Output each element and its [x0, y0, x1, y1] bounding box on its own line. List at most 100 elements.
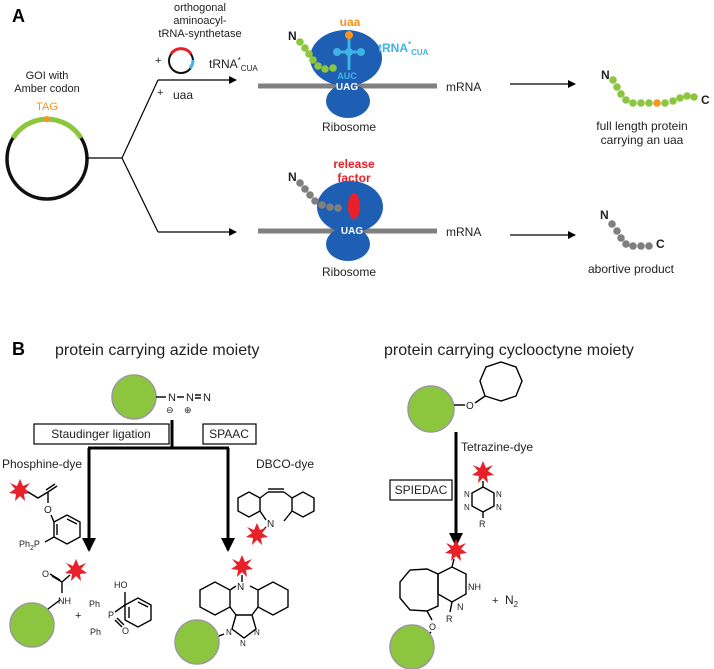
full-product-line2: carrying an uaa [601, 133, 684, 147]
azide-n2: N [186, 392, 194, 404]
staudinger-ligation-label: Staudinger ligation [51, 427, 150, 441]
codon-uag-top: UAG [336, 82, 358, 93]
small-plasmid-icon [168, 47, 195, 74]
ribosome-large-subunit-top [310, 30, 382, 86]
release-label-line2: factor [337, 171, 371, 185]
ribosome-small-subunit-top [326, 84, 370, 118]
release-factor-shape [348, 193, 360, 219]
dbco-dye-label: DBCO-dye [256, 457, 314, 471]
pyridazine-n: N [457, 602, 464, 612]
dye-star-dbco [246, 523, 268, 545]
dye-star-tetrazine [472, 461, 494, 483]
n-terminus-abortive: N [600, 208, 609, 222]
plasmid: GOI with Amber codon TAG [5, 70, 89, 201]
spaac-box [202, 423, 257, 445]
plasmid-label-line2: Amber codon [14, 83, 79, 95]
cyclooctyne-panel-title: protein carrying cyclooctyne moiety [384, 342, 634, 359]
spiedac-box [389, 479, 453, 501]
protein-ball-azide [111, 374, 157, 420]
dbco-nitrogen: N [267, 519, 274, 530]
nitrogen-gas: N2 [505, 593, 519, 609]
uaa-in-product [653, 99, 661, 107]
spiedac-label: SPIEDAC [395, 483, 448, 497]
trna-label-top: tRNA*CUA [378, 40, 429, 57]
protein-ball-spiedac [389, 624, 435, 669]
plasmid-label-line1: GOI with [26, 70, 69, 82]
spaac-n: N [237, 582, 244, 593]
amide-nh: NH [58, 596, 71, 606]
product-cyclooctane [399, 568, 439, 612]
triazole-n3: N [254, 628, 260, 637]
uaa-label-top: uaa [340, 15, 361, 29]
dye-star-spiedac [445, 539, 467, 561]
cyclooctene-ring [479, 361, 523, 402]
abortive-product-label: abortive product [588, 262, 675, 276]
trna-label: tRNA*CUA [209, 56, 258, 73]
branch-arrows [86, 76, 237, 236]
synthetase-line1: orthogonal [174, 2, 226, 14]
full-product-line1: full length protein [596, 119, 687, 133]
azide-n3: N [203, 392, 211, 404]
spiedac-product: NH N R O + N2 [389, 539, 519, 669]
n-terminus-product: N [601, 68, 610, 82]
trna-molecule [333, 31, 365, 70]
azide-branch-arrows [82, 420, 235, 552]
synthetase-line2: aminoacyl- [173, 15, 227, 27]
nascent-chain-top [296, 38, 337, 73]
anticodon-auc: AUC [337, 71, 357, 81]
staudinger-product: NH O + Ph Ph P O HO [9, 559, 152, 648]
c-terminus-abortive: C [656, 237, 665, 251]
ph-bottom: Ph [90, 627, 101, 637]
top-translation: UAG AUC uaa tRNA*CUA N mRNA Ribosome [258, 15, 576, 134]
c-terminus-product: C [701, 93, 710, 107]
dihydropyridazine-nh: NH [468, 582, 481, 592]
dye-star-phosphine [9, 479, 31, 501]
bottom-translation: UAG release factor N mRNA Ribosome [258, 157, 576, 279]
ph-top: Ph [89, 599, 100, 609]
nascent-chain-bottom [296, 179, 342, 212]
cyclooctyne-protein: O [407, 361, 523, 433]
tetrazine-n4: N [496, 503, 502, 512]
phosphine-dye-structure: O Ph2P [9, 479, 81, 552]
triazole-n2: N [240, 639, 246, 648]
tetrazine-dye-structure: N N N N R [464, 461, 502, 529]
ribosome-label-top: Ribosome [322, 120, 376, 134]
plus-2: + [157, 87, 163, 99]
dye-star-spaac [231, 555, 253, 577]
azide-protein: N N N ⊖ ⊕ [111, 374, 211, 420]
ester-oxygen: O [44, 505, 52, 516]
release-label-line1: release [333, 157, 375, 171]
n-terminus-bottom: N [288, 170, 297, 184]
full-length-product: N C full length protein carrying an uaa [596, 68, 710, 147]
spaac-label: SPAAC [209, 427, 249, 441]
ribosome-small-subunit-bottom [326, 227, 370, 261]
staudinger-ligation-box [33, 423, 170, 445]
n-terminus-top: N [288, 29, 297, 43]
protein-ball-staudinger [9, 602, 55, 648]
azide-minus-charge: ⊖ [166, 405, 174, 415]
dye-star-staudinger [65, 559, 87, 581]
protein-ball-spaac [174, 619, 220, 665]
tetrazine-dye-label: Tetrazine-dye [461, 440, 533, 454]
tetrazine-n2: N [496, 490, 502, 499]
hydroxyl-ho: HO [114, 580, 128, 590]
plus-1: + [155, 55, 161, 67]
ph2p-label: Ph2P [19, 539, 40, 552]
mrna-label-bottom: mRNA [446, 225, 481, 239]
tag-codon-label: TAG [36, 101, 58, 113]
panel-b-label: B [12, 339, 25, 359]
uaa-label: uaa [173, 88, 193, 102]
plus-spiedac: + [492, 595, 498, 607]
ether-oxygen: O [466, 401, 474, 412]
phosphine-oxide-o: O [122, 626, 129, 636]
phosphorus: P [108, 610, 114, 620]
tetrazine-n3: N [464, 503, 470, 512]
protein-ball-cyclooctyne [407, 385, 455, 433]
plus-staudinger: + [75, 610, 81, 622]
phosphine-dye-label: Phosphine-dye [2, 457, 82, 471]
azide-plus-charge: ⊕ [184, 405, 192, 415]
tetrazine-r: R [479, 519, 486, 529]
dbco-dye-structure: N [237, 488, 315, 545]
amide-oxygen: O [42, 569, 49, 579]
